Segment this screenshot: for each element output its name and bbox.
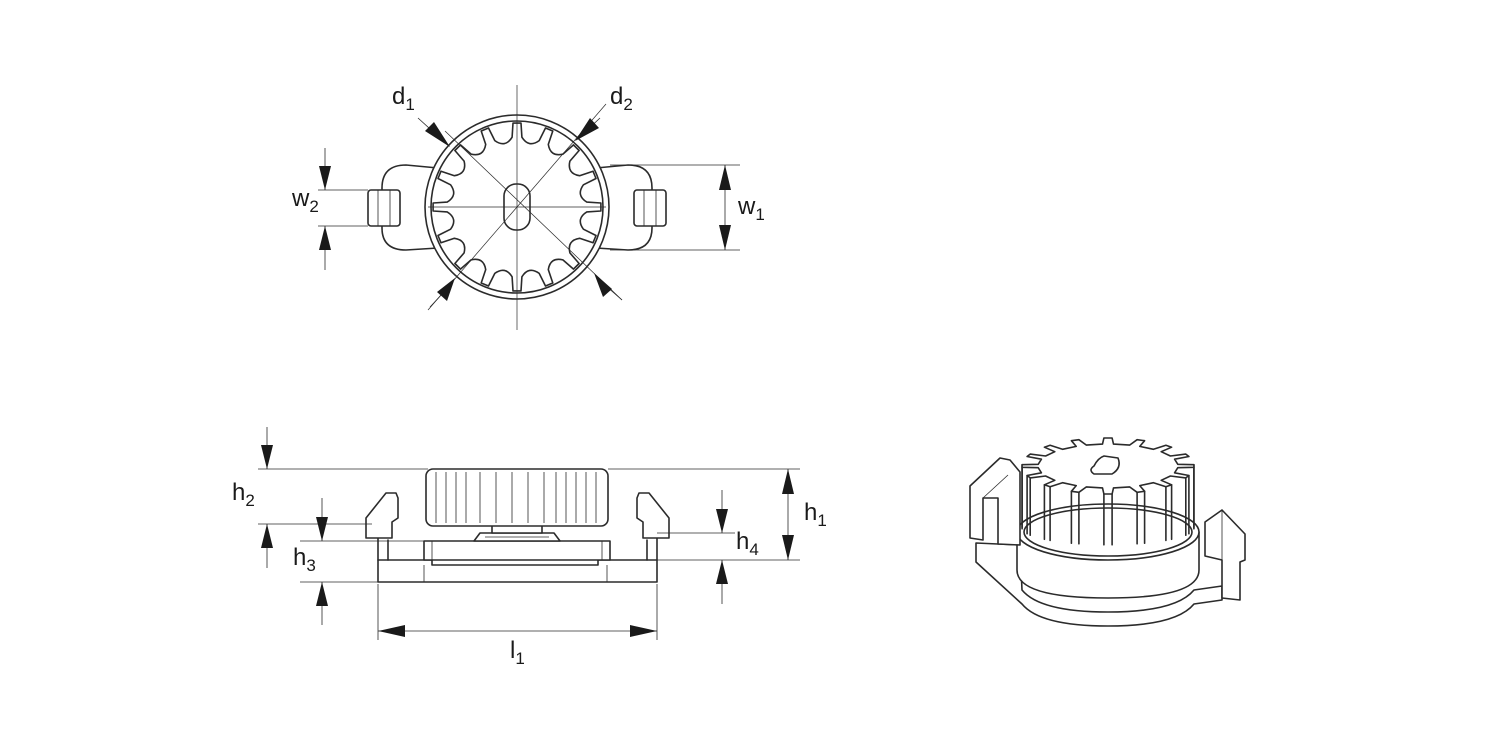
- label-d2: d2: [610, 83, 633, 114]
- side-view-base-plate: [377, 559, 658, 583]
- dimension-labels: d1 d2 w2 w1 h2 h3 h1 h4 l1: [232, 83, 827, 668]
- label-d1: d1: [392, 83, 415, 114]
- isometric-view: [969, 437, 1246, 627]
- label-h2: h2: [232, 479, 255, 510]
- side-view-disc: [423, 540, 611, 561]
- side-view-gear: [425, 468, 609, 527]
- label-h4: h4: [736, 528, 759, 559]
- iso-clip-left: [969, 457, 1021, 546]
- label-h3: h3: [293, 544, 316, 575]
- label-w2: w2: [291, 185, 319, 216]
- label-w1: w1: [737, 193, 765, 224]
- iso-clip-right: [1204, 509, 1246, 601]
- top-view: [367, 85, 667, 330]
- iso-hub-slot: [1090, 455, 1120, 475]
- label-l1: l1: [510, 637, 525, 668]
- top-view-clip-right: [633, 189, 667, 227]
- side-view-clip-right: [636, 492, 670, 561]
- label-h1: h1: [804, 499, 827, 530]
- top-view-dimensions: [318, 117, 740, 308]
- side-view: [365, 468, 670, 583]
- top-view-gear: [432, 122, 602, 292]
- side-view-clip-left: [365, 492, 399, 561]
- side-view-dimensions: [258, 427, 800, 640]
- top-view-clip-left: [367, 189, 401, 227]
